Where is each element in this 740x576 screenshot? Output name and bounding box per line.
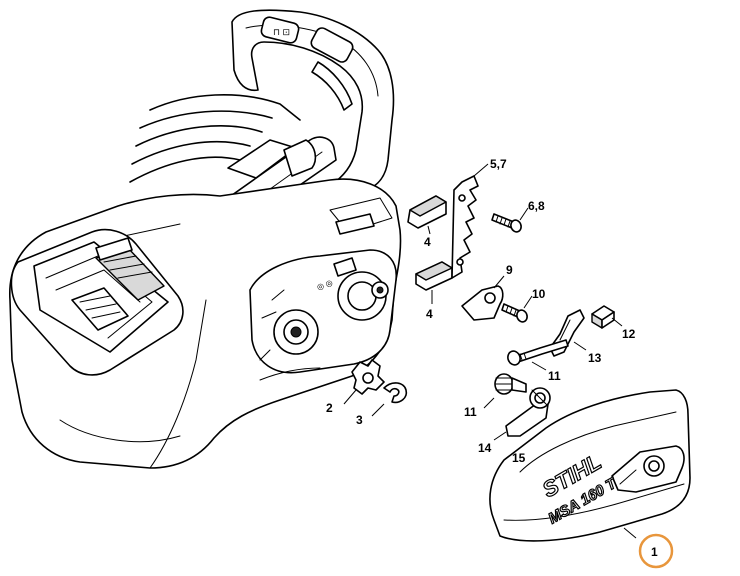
callout-labels: 5,7 6,8 4 4 9 10 12 13 11 11 14 15 2 3 1 [326, 157, 674, 569]
part-5-7-spike-bumper[interactable] [451, 163, 489, 279]
callout-5-7[interactable]: 5,7 [490, 157, 507, 171]
callout-12[interactable]: 12 [622, 327, 636, 341]
part-11-upper-pin[interactable] [506, 339, 569, 371]
callout-10[interactable]: 10 [532, 287, 546, 301]
callout-1-highlight[interactable]: 1 [623, 527, 674, 569]
chainsaw-body: ⊓ ⊡ [9, 9, 402, 469]
callout-14[interactable]: 14 [478, 441, 492, 455]
callout-1[interactable]: 1 [651, 545, 658, 559]
callout-15[interactable]: 15 [512, 451, 526, 465]
part-4-upper-buffer[interactable] [407, 195, 447, 235]
callout-6-8[interactable]: 6,8 [528, 199, 545, 213]
callout-2[interactable]: 2 [326, 401, 333, 415]
callout-13[interactable]: 13 [588, 351, 602, 365]
callout-4-upper[interactable]: 4 [424, 235, 431, 249]
part-14-tensioner[interactable] [493, 387, 551, 441]
callout-9[interactable]: 9 [506, 263, 513, 277]
part-12-block[interactable] [591, 305, 623, 329]
lock-icon-mark: ⊓ ⊡ [273, 27, 290, 37]
part-3-clip[interactable] [371, 382, 408, 417]
part-1-sprocket-cover[interactable]: STIHL MSA 160 T [489, 389, 691, 542]
part-9-bracket[interactable] [461, 275, 505, 321]
part-4-lower-buffer[interactable] [415, 261, 453, 304]
part-11-lower-gear[interactable] [483, 373, 527, 409]
callout-11-lower[interactable]: 11 [464, 405, 477, 419]
highlight-ring [638, 533, 674, 569]
part-6-8-screw[interactable] [491, 207, 529, 233]
part-10-screw[interactable] [501, 295, 533, 323]
callout-4-lower[interactable]: 4 [426, 307, 433, 321]
callout-3[interactable]: 3 [356, 413, 363, 427]
callout-11-upper[interactable]: 11 [548, 369, 561, 383]
part-2-sprocket[interactable] [343, 359, 385, 405]
